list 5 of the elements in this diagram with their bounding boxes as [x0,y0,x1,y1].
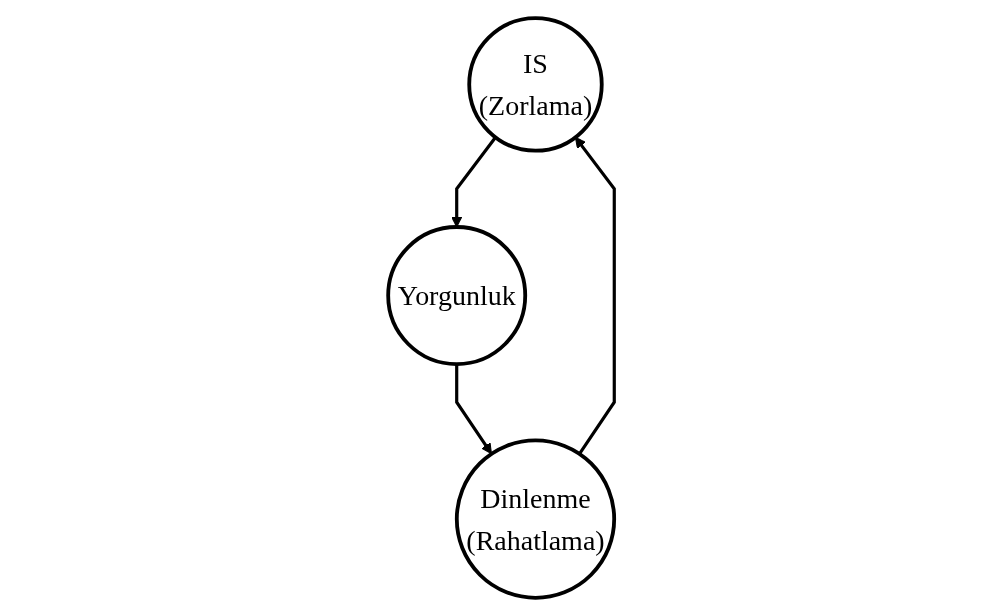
node-circle: Yorgunluk [386,224,528,366]
node-circle: IS (Zorlama) [467,15,604,153]
node-circle: Dinlenme (Rahatlama) [455,438,617,600]
arrow [455,363,493,454]
arrow [575,136,617,455]
